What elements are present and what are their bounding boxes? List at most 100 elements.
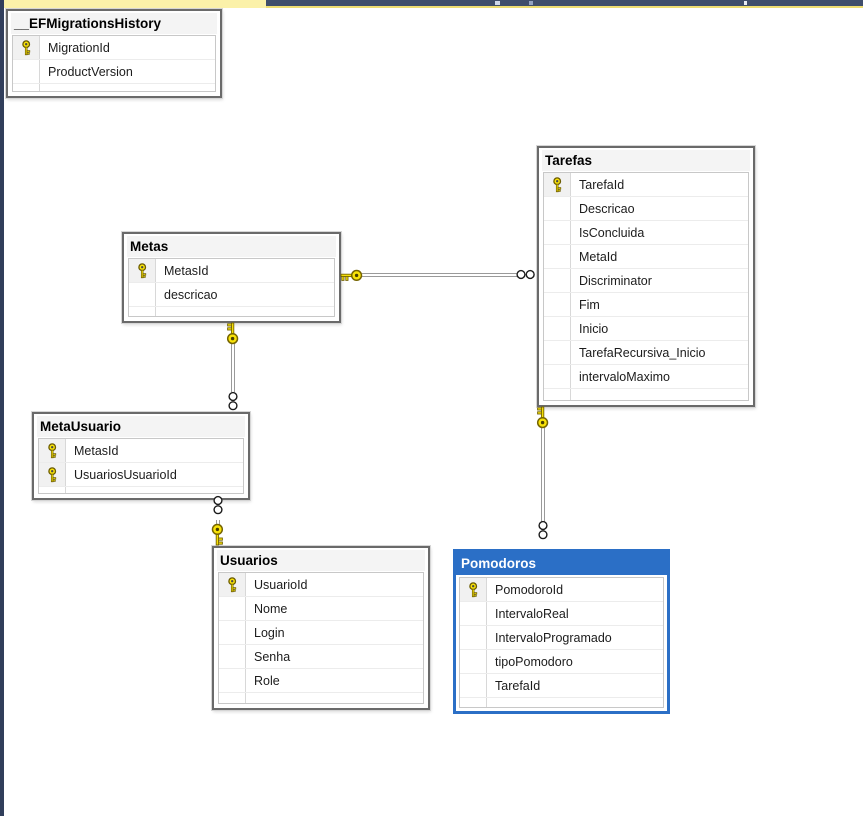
icon-cell — [544, 341, 571, 364]
primary-key-cell — [39, 439, 66, 462]
icon-cell — [544, 365, 571, 388]
primary-key-icon — [137, 262, 146, 278]
icon-cell — [219, 693, 246, 703]
icon-cell — [13, 60, 40, 83]
relationship-many-icon — [228, 391, 239, 413]
icon-cell — [460, 626, 487, 649]
column-name: UsuariosUsuarioId — [74, 467, 177, 482]
icon-cell — [544, 317, 571, 340]
icon-cell — [460, 674, 487, 697]
column-name: Descricao — [579, 201, 635, 216]
column-row[interactable]: Inicio — [544, 317, 748, 341]
relationship-line[interactable] — [216, 520, 220, 526]
icon-cell — [129, 307, 156, 316]
primary-key-cell — [219, 573, 246, 596]
toolbar-mark — [495, 1, 500, 5]
relationship-key-icon — [340, 268, 363, 283]
column-row[interactable]: IntervaloProgramado — [460, 626, 663, 650]
icon-cell — [460, 698, 487, 707]
column-row[interactable]: tipoPomodoro — [460, 650, 663, 674]
column-row[interactable]: Descricao — [544, 197, 748, 221]
column-name: Role — [254, 673, 280, 688]
window-edge-strip — [0, 0, 4, 816]
column-row[interactable]: intervaloMaximo — [544, 365, 748, 389]
column-name: Nome — [254, 601, 288, 616]
column-row[interactable]: Senha — [219, 645, 423, 669]
table-columns: MetasId descricao — [128, 258, 335, 317]
column-row[interactable]: TarefaRecursiva_Inicio — [544, 341, 748, 365]
column-name: tipoPomodoro — [495, 654, 573, 669]
primary-key-cell — [460, 578, 487, 601]
icon-cell — [544, 293, 571, 316]
primary-key-icon — [468, 581, 477, 597]
table-title[interactable]: Usuarios — [217, 550, 425, 571]
icon-cell — [544, 389, 571, 400]
column-row[interactable]: PomodoroId — [460, 578, 663, 602]
primary-key-icon — [21, 39, 30, 55]
column-row[interactable]: descricao — [129, 283, 334, 307]
column-row[interactable]: TarefaId — [460, 674, 663, 698]
icon-cell — [219, 645, 246, 668]
table-title[interactable]: __EFMigrationsHistory — [11, 13, 217, 34]
icon-cell — [544, 269, 571, 292]
table-title[interactable]: Tarefas — [542, 150, 750, 171]
table-columns: MetasId UsuariosUsuarioId — [38, 438, 244, 494]
empty-row — [129, 307, 334, 316]
relationship-line[interactable] — [362, 273, 517, 277]
column-row[interactable]: MetasId — [39, 439, 243, 463]
column-row[interactable]: ProductVersion — [13, 60, 215, 84]
table-node-metas[interactable]: Metas MetasId descricao — [122, 232, 341, 323]
toolbar-underline — [266, 6, 863, 8]
toolbar-remnant-navy — [266, 0, 863, 6]
table-title[interactable]: MetaUsuario — [37, 416, 245, 437]
column-name: MetasId — [74, 443, 119, 458]
column-row[interactable]: IsConcluida — [544, 221, 748, 245]
primary-key-icon — [47, 442, 56, 458]
empty-row — [13, 84, 215, 91]
column-row[interactable]: Login — [219, 621, 423, 645]
column-row[interactable]: Role — [219, 669, 423, 693]
column-name: IsConcluida — [579, 225, 645, 240]
column-row[interactable]: MetasId — [129, 259, 334, 283]
table-title[interactable]: Pomodoros — [456, 552, 667, 575]
column-row[interactable]: UsuarioId — [219, 573, 423, 597]
column-name: TarefaId — [579, 177, 625, 192]
relationship-many-icon — [538, 520, 549, 542]
column-row[interactable]: MetaId — [544, 245, 748, 269]
column-row[interactable]: Fim — [544, 293, 748, 317]
column-name: MigrationId — [48, 40, 110, 55]
primary-key-cell — [544, 173, 571, 196]
relationship-key-icon — [225, 322, 240, 345]
relationship-many-icon — [213, 495, 224, 517]
column-name: Inicio — [579, 321, 609, 336]
column-row[interactable]: UsuariosUsuarioId — [39, 463, 243, 487]
icon-cell — [544, 197, 571, 220]
column-name: IntervaloReal — [495, 606, 569, 621]
column-row[interactable]: Nome — [219, 597, 423, 621]
table-node-metausuario[interactable]: MetaUsuario MetasId UsuariosUsuarioId — [32, 412, 250, 500]
column-name: Senha — [254, 649, 291, 664]
column-name: TarefaRecursiva_Inicio — [579, 345, 706, 360]
column-name: intervaloMaximo — [579, 369, 671, 384]
relationship-line[interactable] — [231, 344, 235, 392]
primary-key-cell — [13, 36, 40, 59]
column-name: MetasId — [164, 263, 209, 278]
column-row[interactable]: MigrationId — [13, 36, 215, 60]
toolbar-mark — [529, 1, 533, 5]
primary-key-icon — [552, 176, 561, 192]
column-row[interactable]: TarefaId — [544, 173, 748, 197]
relationship-line[interactable] — [541, 428, 545, 525]
table-title[interactable]: Metas — [127, 236, 336, 257]
column-name: MetaId — [579, 249, 618, 264]
column-row[interactable]: Discriminator — [544, 269, 748, 293]
column-row[interactable]: IntervaloReal — [460, 602, 663, 626]
icon-cell — [544, 245, 571, 268]
